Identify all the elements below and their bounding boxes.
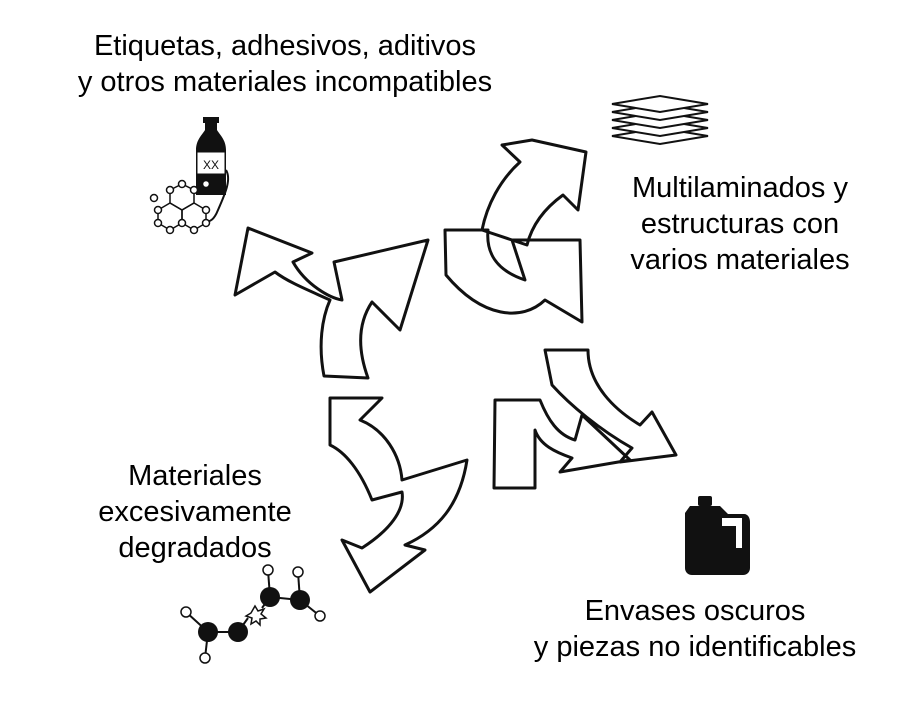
label-bottom-right: Envases oscuros y piezas no identificabl… bbox=[495, 593, 895, 665]
label-bottom-left-line-2: excesivamente bbox=[98, 496, 292, 528]
broken-polymer-chain-icon bbox=[180, 564, 326, 664]
label-top-left-line-1: Etiquetas, adhesivos, aditivos bbox=[93, 30, 477, 62]
dark-jerrycan-icon bbox=[685, 496, 750, 575]
label-bottom-left: Materiales excesivamente degradados bbox=[60, 458, 330, 566]
label-top-left: Etiquetas, adhesivos, aditivos y otros m… bbox=[35, 28, 535, 100]
stacked-layers-icon bbox=[611, 94, 709, 146]
label-top-right-line-1: Multilaminados y bbox=[632, 172, 848, 204]
bottle-with-label-and-molecule-icon: XX bbox=[149, 117, 230, 235]
arrow-top-left bbox=[233, 226, 430, 380]
arrow-bottom-right bbox=[492, 348, 678, 490]
label-top-left-line-2: y otros materiales incompatibles bbox=[77, 66, 493, 98]
label-bottom-left-line-1: Materiales bbox=[128, 460, 262, 492]
bottle-label-text: XX bbox=[203, 158, 219, 172]
label-top-right: Multilaminados y estructuras con varios … bbox=[605, 170, 875, 278]
arrow-bottom-left bbox=[328, 396, 469, 594]
label-bottom-left-line-3: degradados bbox=[118, 532, 272, 564]
label-bottom-right-line-1: Envases oscuros bbox=[584, 595, 806, 627]
label-bottom-right-line-2: y piezas no identificables bbox=[533, 631, 857, 663]
arrow-top-right bbox=[443, 138, 588, 324]
label-top-right-line-3: varios materiales bbox=[630, 244, 850, 276]
label-top-right-line-2: estructuras con bbox=[640, 208, 840, 240]
